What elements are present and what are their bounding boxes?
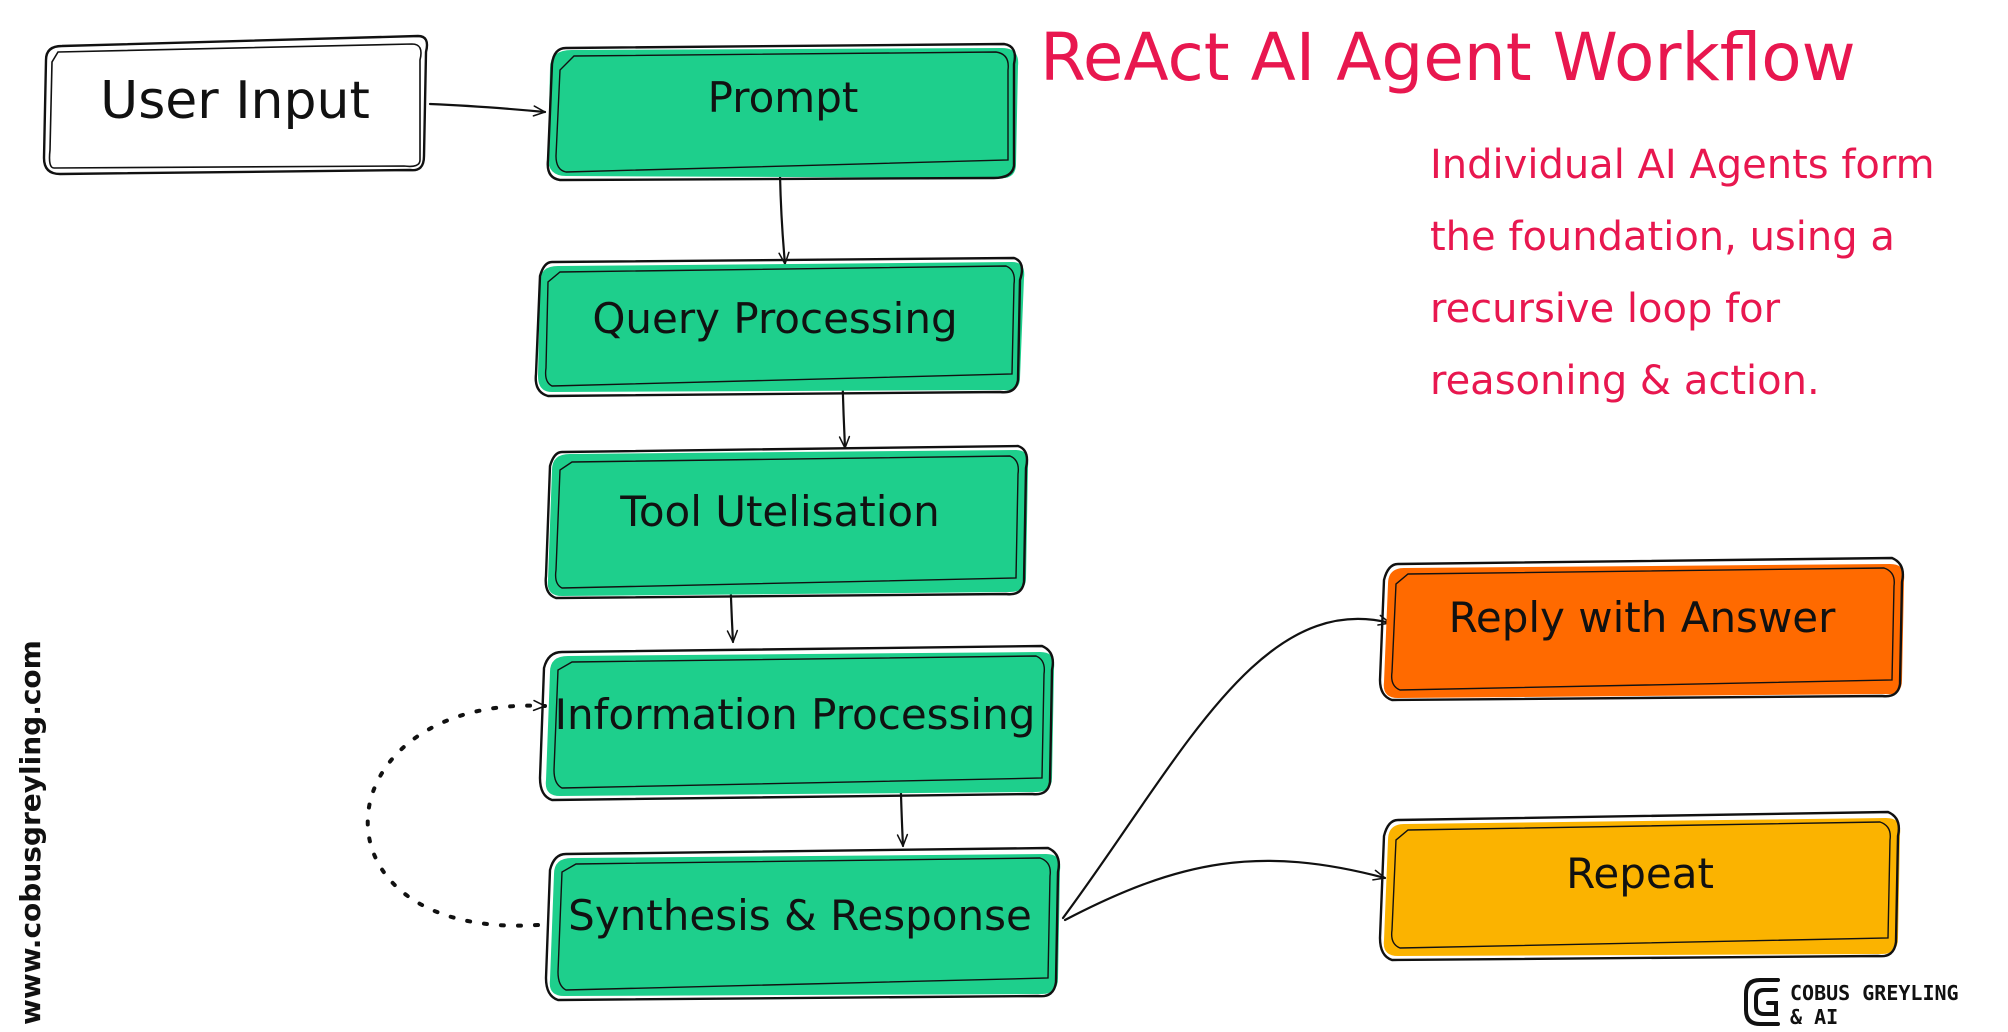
node-label: Synthesis & Response	[568, 891, 1032, 940]
node-user-input: User Input	[42, 34, 429, 176]
subtitle-line: reasoning & action.	[1430, 358, 1820, 404]
node-synthesis-response: Synthesis & Response	[544, 846, 1061, 1002]
node-label: Reply with Answer	[1449, 593, 1837, 642]
subtitle-line: recursive loop for	[1430, 286, 1781, 332]
node-query-processing: Query Processing	[534, 256, 1025, 398]
node-prompt: Prompt	[546, 42, 1019, 182]
subtitle-line: the foundation, using a	[1430, 214, 1895, 260]
diagram-title: ReAct AI Agent Workflow	[1040, 19, 1856, 96]
node-label: User Input	[100, 71, 370, 131]
loop-arrow-synthesis-to-information	[365, 699, 547, 928]
node-label: Prompt	[708, 73, 859, 122]
logo-mark-icon	[1744, 978, 1780, 1026]
node-tool-utelisation: Tool Utelisation	[544, 444, 1029, 600]
arrow-user-input-to-prompt	[428, 102, 547, 117]
logo-text-line1: COBUS GREYLING	[1790, 981, 1959, 1005]
node-label: Information Processing	[555, 690, 1036, 739]
node-repeat: Repeat	[1378, 810, 1901, 962]
node-reply-with-answer: Reply with Answer	[1378, 556, 1905, 702]
node-label: Repeat	[1566, 849, 1714, 898]
diagram-subtitle: Individual AI Agents form the foundation…	[1430, 142, 1935, 404]
subtitle-line: Individual AI Agents form	[1430, 142, 1935, 188]
logo-text-line2: & AI	[1790, 1005, 1838, 1029]
node-label: Query Processing	[592, 294, 957, 343]
arrow-synthesis-to-repeat	[1063, 859, 1387, 922]
arrow-synthesis-to-reply	[1061, 614, 1392, 920]
node-label: Tool Utelisation	[619, 487, 939, 536]
node-information-processing: Information Processing	[538, 644, 1055, 802]
watermark-url: www.cobusgreyling.com	[14, 640, 47, 1025]
arrow-prompt-to-query-processing	[778, 173, 790, 266]
brand-logo: COBUS GREYLING & AI	[1744, 978, 1959, 1029]
